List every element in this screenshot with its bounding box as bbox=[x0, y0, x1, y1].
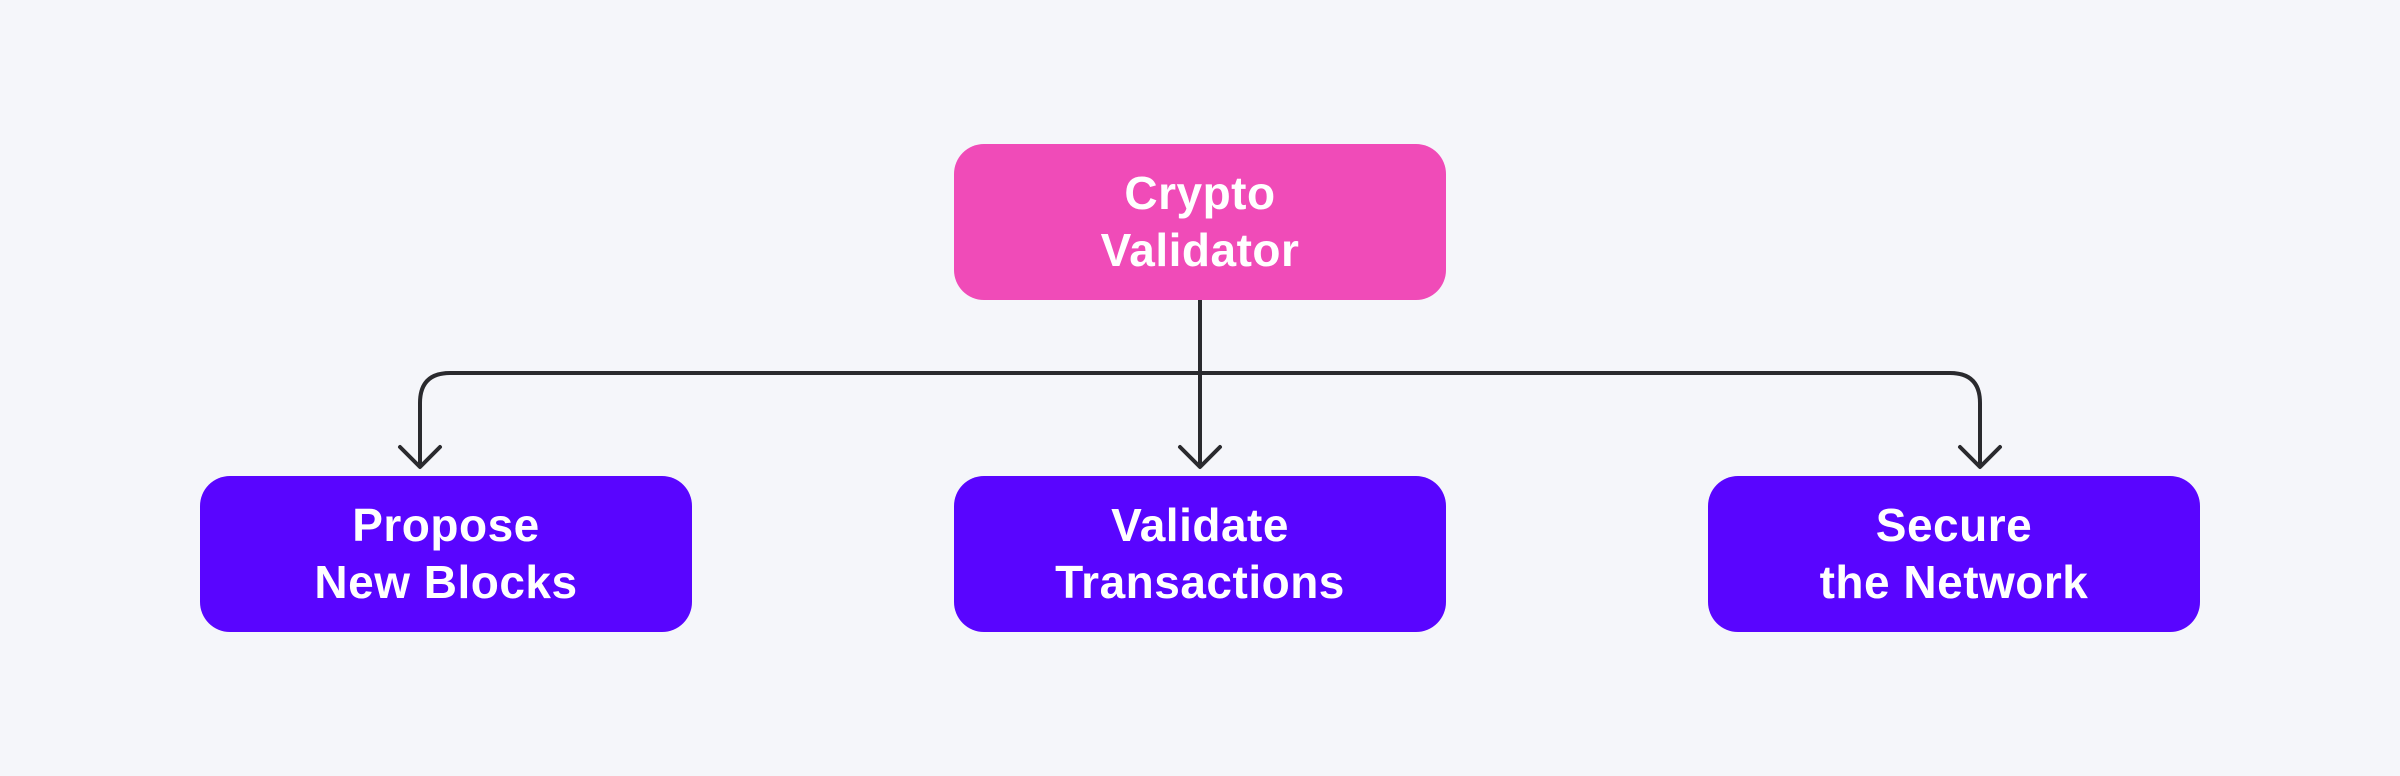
child-node-secure-the-network: Secure the Network bbox=[1708, 476, 2200, 632]
root-node: Crypto Validator bbox=[954, 144, 1446, 300]
child-node-label: Secure the Network bbox=[1819, 499, 2089, 608]
arrowhead-left-icon bbox=[398, 445, 442, 469]
connector-branch-right bbox=[1198, 371, 1982, 468]
child-node-propose-new-blocks: Propose New Blocks bbox=[200, 476, 692, 632]
arrowhead-center-icon bbox=[1178, 445, 1222, 469]
child-node-label: Propose New Blocks bbox=[314, 499, 578, 608]
connector-lines bbox=[398, 298, 2002, 469]
child-node-validate-transactions: Validate Transactions bbox=[954, 476, 1446, 632]
connector-branch-left bbox=[418, 371, 1202, 468]
arrowhead-right-icon bbox=[1958, 445, 2002, 469]
root-node-label: Crypto Validator bbox=[1100, 167, 1300, 276]
child-node-label: Validate Transactions bbox=[1055, 499, 1345, 608]
